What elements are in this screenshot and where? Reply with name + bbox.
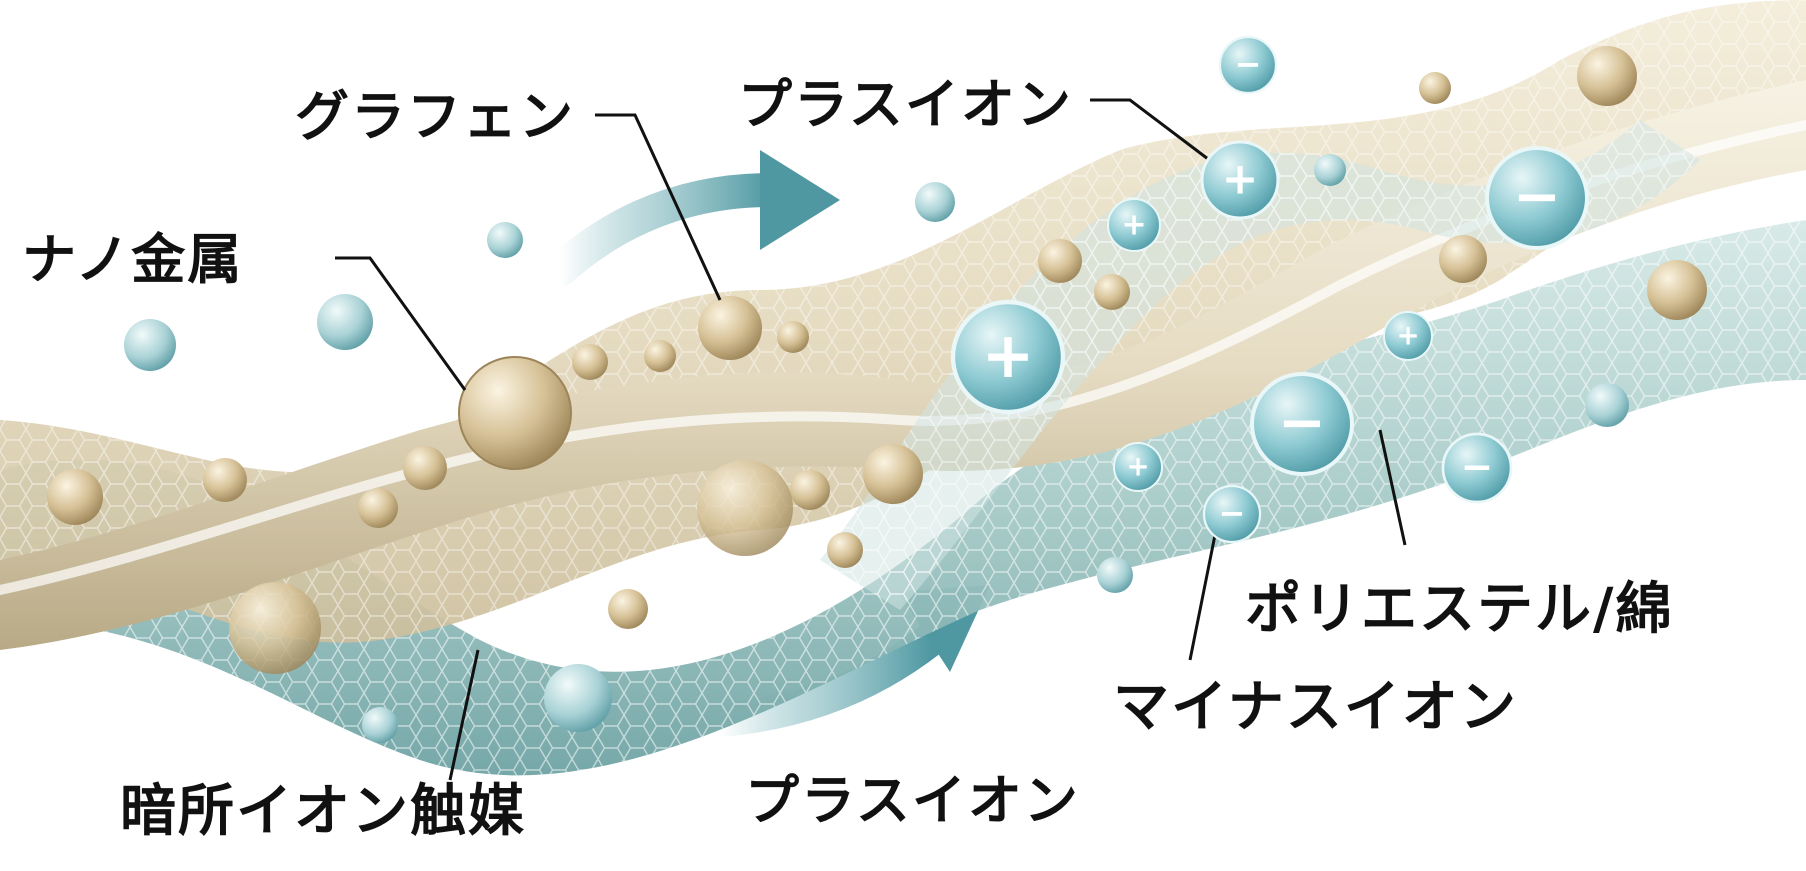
- leader-line-minus-ion: [1188, 534, 1217, 661]
- nano-metal-sphere-icon: [1439, 235, 1487, 283]
- plus-ion-bubble-icon: +: [1113, 442, 1163, 492]
- leader-line-polyester: [1378, 429, 1407, 546]
- leader-line-nano-metal: [335, 256, 467, 391]
- plus-ions: + + + + +: [950, 140, 1433, 492]
- minus-ion-bubble-symbol: −: [1278, 389, 1326, 456]
- minus-ion-bubble-icon: −: [1485, 146, 1589, 250]
- ion-droplet-icon: [1314, 154, 1346, 186]
- plus-ion-bubble-symbol: +: [1222, 154, 1259, 205]
- minus-ion-bubble-icon: −: [1218, 35, 1278, 95]
- ion-droplet-icon: [1097, 557, 1133, 593]
- plus-ion-bubble-icon: +: [950, 299, 1066, 415]
- ion-droplet-icon: [362, 707, 398, 743]
- plus-ion-bubble-symbol: +: [1396, 319, 1419, 352]
- nano-metal-sphere-icon: [790, 470, 830, 510]
- plus-ion-bubble-symbol: +: [982, 318, 1035, 392]
- nano-metal-sphere-icon: [1094, 274, 1130, 310]
- label-polyester-cotton: ポリエステル/綿: [1245, 577, 1674, 642]
- nano-metal-sphere-icon: [608, 589, 648, 629]
- label-plus-ion-bottom: プラスイオン: [745, 769, 1080, 832]
- ion-droplets: [124, 154, 1629, 743]
- leader-line-catalyst: [448, 649, 480, 781]
- ion-droplet-icon: [124, 319, 176, 371]
- leader-lines: [335, 98, 1407, 781]
- nano-metal-sphere-icon: [229, 582, 321, 674]
- nano-metal-sphere-icon: [203, 458, 247, 502]
- nano-metal-sphere-icon: [698, 296, 762, 360]
- label-nano-metal: ナノ金属: [22, 228, 244, 291]
- ion-droplet-icon: [915, 182, 955, 222]
- plus-ion-bubble-symbol: +: [1126, 450, 1149, 483]
- minus-ions: −−−−−: [1202, 35, 1589, 544]
- nano-metal-sphere-icon: [1038, 239, 1082, 283]
- nano-metal-sphere-icon: [1577, 46, 1637, 106]
- minus-ion-bubble-icon: −: [1250, 372, 1354, 476]
- minus-ion-bubble-symbol: −: [1235, 45, 1262, 83]
- flow-arrow-icon: [543, 150, 840, 287]
- nano-metal-sphere-icon: [458, 356, 572, 470]
- minus-ion-bubble-symbol: −: [1219, 494, 1246, 532]
- ion-droplet-icon: [544, 664, 612, 732]
- label-plus-ion-top: プラスイオン: [738, 73, 1073, 136]
- plus-ion-bubble-symbol: +: [1121, 207, 1146, 242]
- nano-metal-sphere-icon: [1647, 260, 1707, 320]
- nano-metal-sphere-icon: [863, 444, 923, 504]
- plus-ion-bubble-icon: +: [1200, 140, 1280, 220]
- minus-ion-bubble-icon: −: [1202, 484, 1262, 544]
- nano-metal-sphere-icon: [403, 446, 447, 490]
- nano-metal-sphere-icon: [644, 340, 676, 372]
- plus-ion-bubble-icon: +: [1383, 311, 1433, 361]
- label-graphene: グラフェン: [295, 85, 575, 148]
- nano-metal-sphere-icon: [777, 321, 809, 353]
- nano-metal-particles: [47, 46, 1707, 674]
- label-minus-ion: マイナスイオン: [1113, 675, 1518, 740]
- leader-line-plus-ion-top: [1090, 98, 1213, 164]
- ion-droplet-icon: [487, 222, 523, 258]
- nano-metal-sphere-icon: [1419, 72, 1451, 104]
- minus-ion-bubble-symbol: −: [1513, 163, 1561, 230]
- ion-droplet-icon: [317, 294, 373, 350]
- nano-metal-sphere-icon: [697, 460, 793, 556]
- minus-ion-bubble-icon: −: [1441, 432, 1513, 504]
- nano-metal-sphere-icon: [358, 488, 398, 528]
- nano-metal-sphere-icon: [572, 344, 608, 380]
- ion-droplet-icon: [1585, 383, 1629, 427]
- label-dark-catalyst: 暗所イオン触媒: [120, 779, 526, 844]
- leader-line-graphene: [595, 113, 722, 301]
- minus-ion-bubble-symbol: −: [1461, 445, 1494, 490]
- plus-ion-bubble-icon: +: [1106, 197, 1162, 253]
- nano-metal-sphere-icon: [47, 469, 103, 525]
- nano-metal-sphere-icon: [827, 532, 863, 568]
- fiber-strand-teal: [0, 220, 1806, 776]
